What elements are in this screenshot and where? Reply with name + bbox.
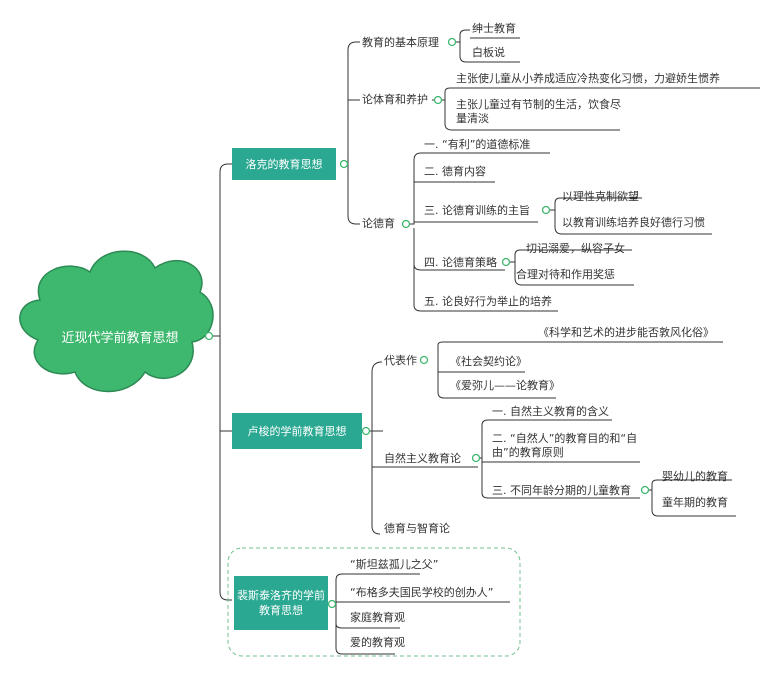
pestalozzi-item-3[interactable]: 家庭教育观	[350, 611, 405, 624]
locke-moral[interactable]: 论德育	[362, 217, 395, 230]
principle-item-2[interactable]: 白板说	[472, 46, 505, 59]
pestalozzi-item-2[interactable]: “布格多夫国民学校的创办人”	[350, 586, 494, 599]
locke-topic[interactable]: 洛克的教育思想	[232, 148, 336, 180]
pestalozzi-topic[interactable]: 裴斯泰洛齐的学前教育思想	[234, 576, 328, 630]
naturalism-item-2[interactable]: 二. “自然人”的教育目的和“自由”的教育原则	[492, 432, 638, 459]
locke-principle[interactable]: 教育的基本原理	[362, 36, 439, 49]
locke-physical[interactable]: 论体育和养护	[362, 93, 428, 106]
moral-item-5[interactable]: 五. 论良好行为举止的培养	[424, 295, 552, 308]
root-topic[interactable]: 近现代学前教育思想	[61, 330, 179, 346]
moral-item-4[interactable]: 四. 论德育策略	[424, 256, 497, 269]
strategy-sub-1[interactable]: 切记溺爱，纵容子女	[526, 242, 625, 255]
root-cloud	[19, 250, 214, 393]
moral-item-3[interactable]: 三. 论德育训练的主旨	[424, 204, 530, 217]
branch-dots	[204, 37, 650, 609]
stage-sub-1[interactable]: 婴幼儿的教育	[662, 470, 728, 483]
rousseau-naturalism[interactable]: 自然主义教育论	[384, 452, 461, 465]
physical-item-2[interactable]: 主张儿童过有节制的生活，饮食尽量清淡	[456, 98, 621, 125]
strategy-sub-2[interactable]: 合理对待和作用奖惩	[516, 268, 615, 281]
principle-item-1[interactable]: 绅士教育	[472, 22, 516, 35]
works-item-2[interactable]: 《社会契约论》	[450, 355, 527, 368]
works-item-1[interactable]: 《科学和艺术的进步能否敦风化俗》	[538, 326, 714, 339]
rousseau-moral-intel[interactable]: 德育与智育论	[384, 522, 450, 535]
pestalozzi-item-1[interactable]: “斯坦兹孤儿之父”	[350, 558, 439, 571]
rousseau-topic[interactable]: 卢梭的学前教育思想	[232, 413, 362, 449]
physical-item-1[interactable]: 主张使儿童从小养成适应冷热变化习惯，力避娇生惯养	[456, 72, 720, 85]
pestalozzi-item-4[interactable]: 爱的教育观	[350, 636, 405, 649]
stage-sub-2[interactable]: 童年期的教育	[662, 496, 728, 509]
naturalism-item-1[interactable]: 一. 自然主义教育的含义	[492, 405, 609, 418]
training-sub-2[interactable]: 以教育训练培养良好德行习惯	[562, 216, 705, 229]
moral-item-2[interactable]: 二. 德育内容	[424, 165, 486, 178]
moral-item-1[interactable]: 一. “有利”的道德标准	[424, 138, 531, 151]
training-sub-1[interactable]: 以理性克制欲望	[562, 190, 639, 203]
rousseau-works[interactable]: 代表作	[384, 354, 417, 367]
works-item-3[interactable]: 《爱弥儿——论教育》	[450, 379, 560, 392]
naturalism-item-3[interactable]: 三. 不同年龄分期的儿童教育	[492, 484, 631, 497]
